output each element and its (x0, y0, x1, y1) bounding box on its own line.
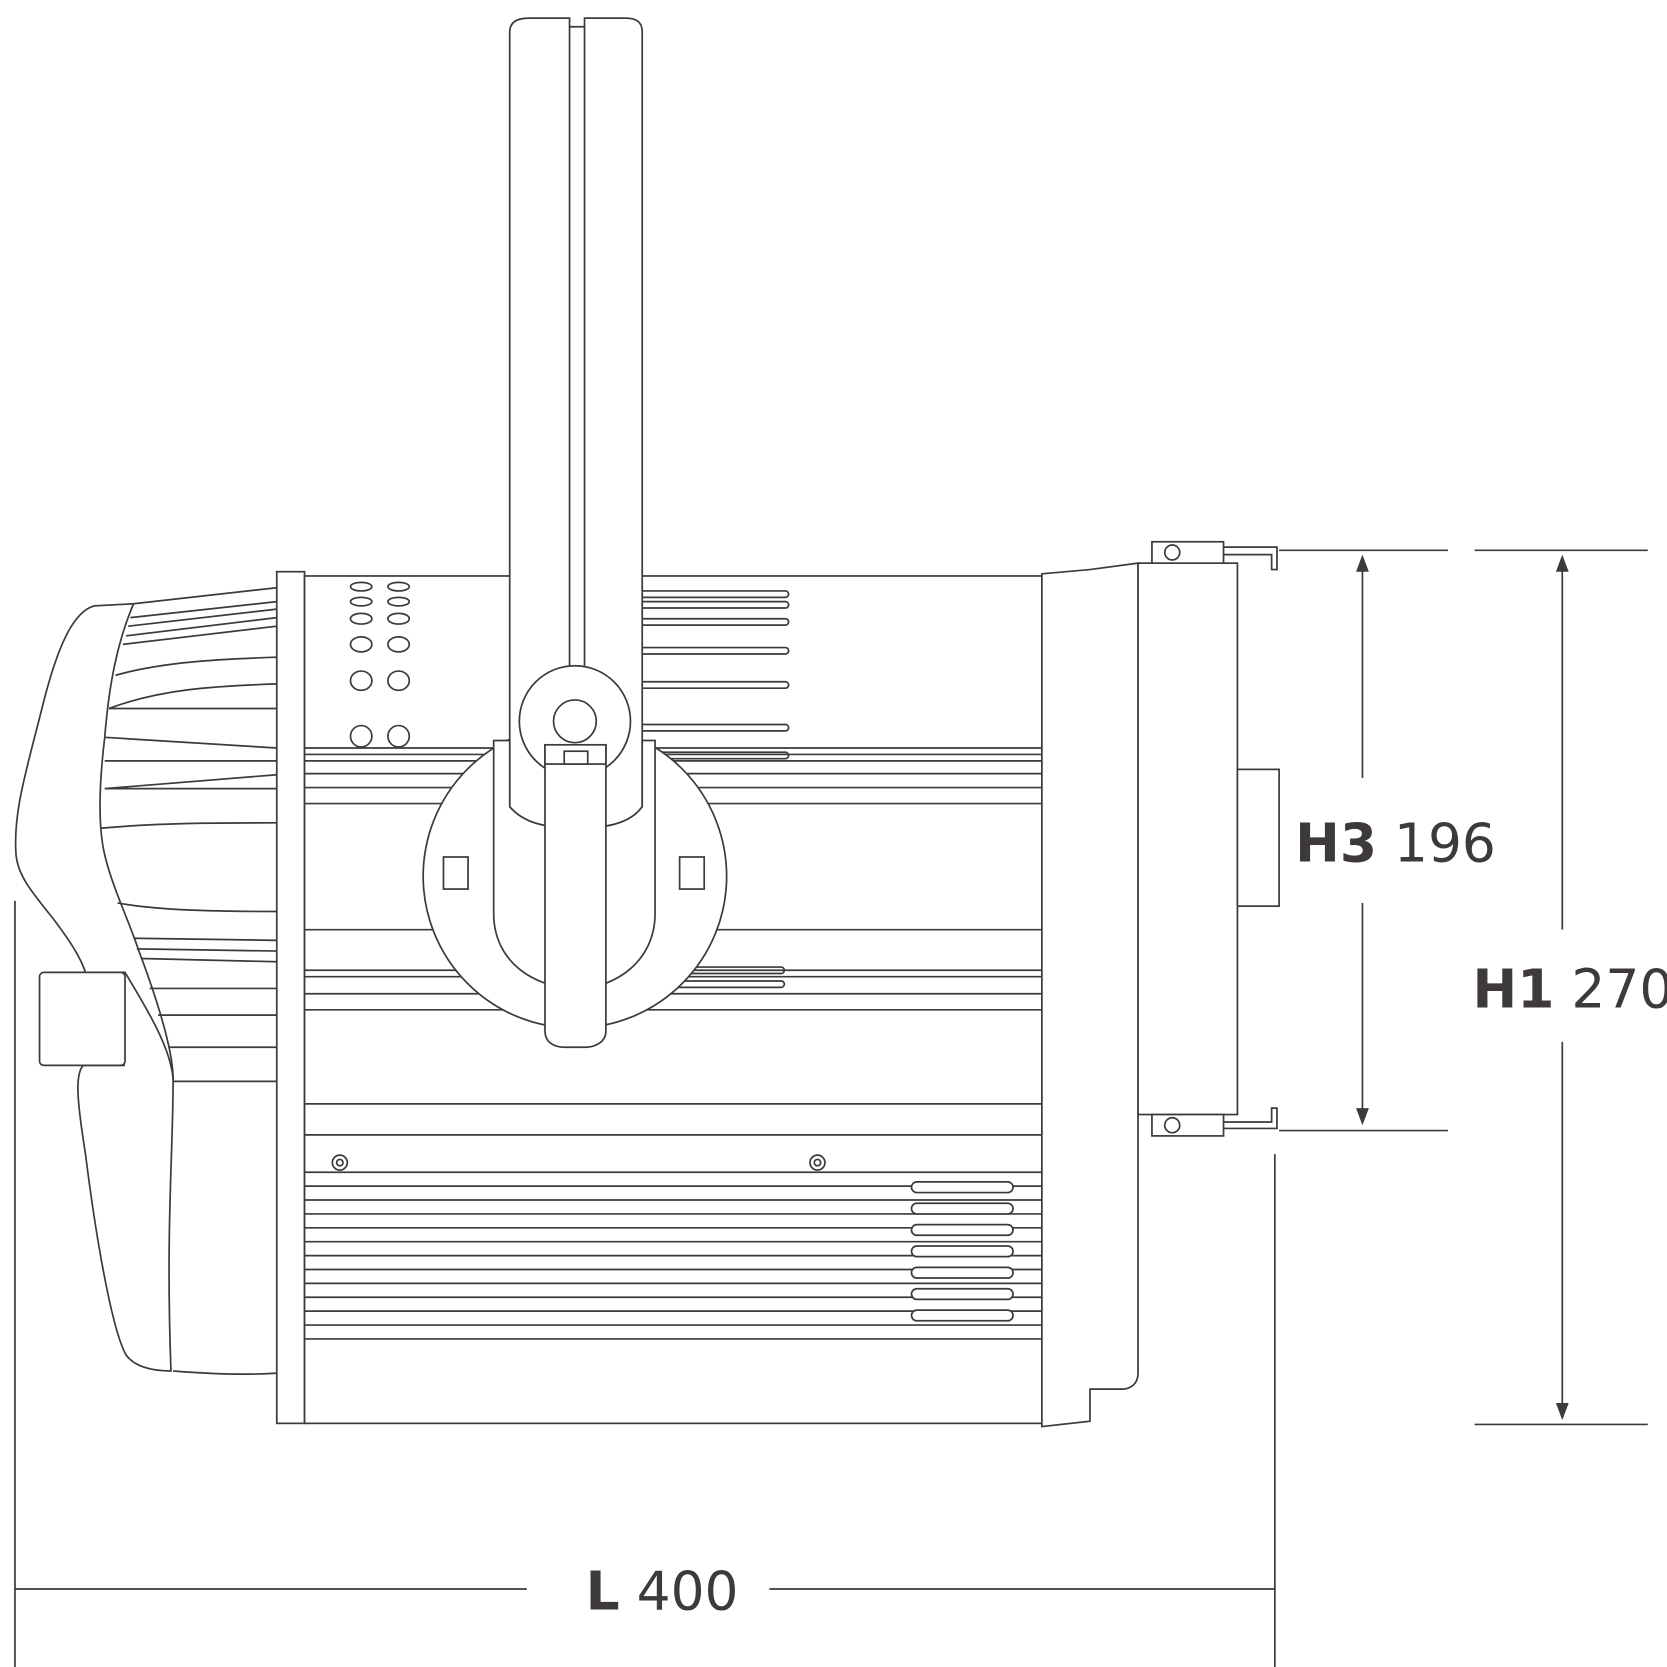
dimension-lines (14, 549, 1648, 1667)
vent-holes (349, 581, 411, 748)
vent-slot (910, 1245, 1014, 1258)
vent-hole (349, 724, 373, 748)
screw-icon (331, 1154, 349, 1171)
bottom-clip (1151, 1107, 1278, 1137)
vent-slot (910, 1287, 1014, 1301)
top-lines (642, 590, 790, 989)
vent-slot (910, 1223, 1014, 1237)
accessory-holder (1137, 562, 1239, 1116)
vent-hole (387, 581, 411, 592)
rear-housing (14, 586, 277, 1376)
top-clip (1151, 540, 1278, 571)
h1-dimension: H1 270 (1473, 958, 1667, 1021)
vent-hole (349, 612, 373, 625)
front-plate (275, 570, 306, 1425)
vent-hole (349, 670, 373, 692)
side-box (1236, 768, 1280, 908)
vent-slot (910, 1202, 1014, 1215)
handle-knob (38, 971, 126, 1067)
rear-fins (101, 600, 277, 1083)
h3-dimension: H3 196 (1295, 811, 1496, 874)
vent-hole (387, 612, 411, 625)
vent-slot (910, 1266, 1014, 1279)
vent-hole (387, 724, 411, 748)
vent-hole (349, 581, 373, 592)
vent-hole (387, 636, 411, 653)
screw-icon (809, 1154, 826, 1171)
vent-hole (349, 596, 373, 607)
vent-hole (349, 636, 373, 653)
vent-hole (387, 596, 411, 607)
lock-handle (544, 743, 607, 1049)
main-body (303, 575, 1043, 1425)
vent-slot (910, 1309, 1014, 1322)
vent-slots (910, 1181, 1014, 1322)
yoke (422, 17, 728, 1049)
vent-slot (910, 1181, 1014, 1194)
lens-housing (1041, 562, 1139, 1428)
l-dimension: L 400 (586, 1559, 739, 1622)
arrowheads (1356, 554, 1569, 1421)
vent-hole (387, 670, 411, 692)
